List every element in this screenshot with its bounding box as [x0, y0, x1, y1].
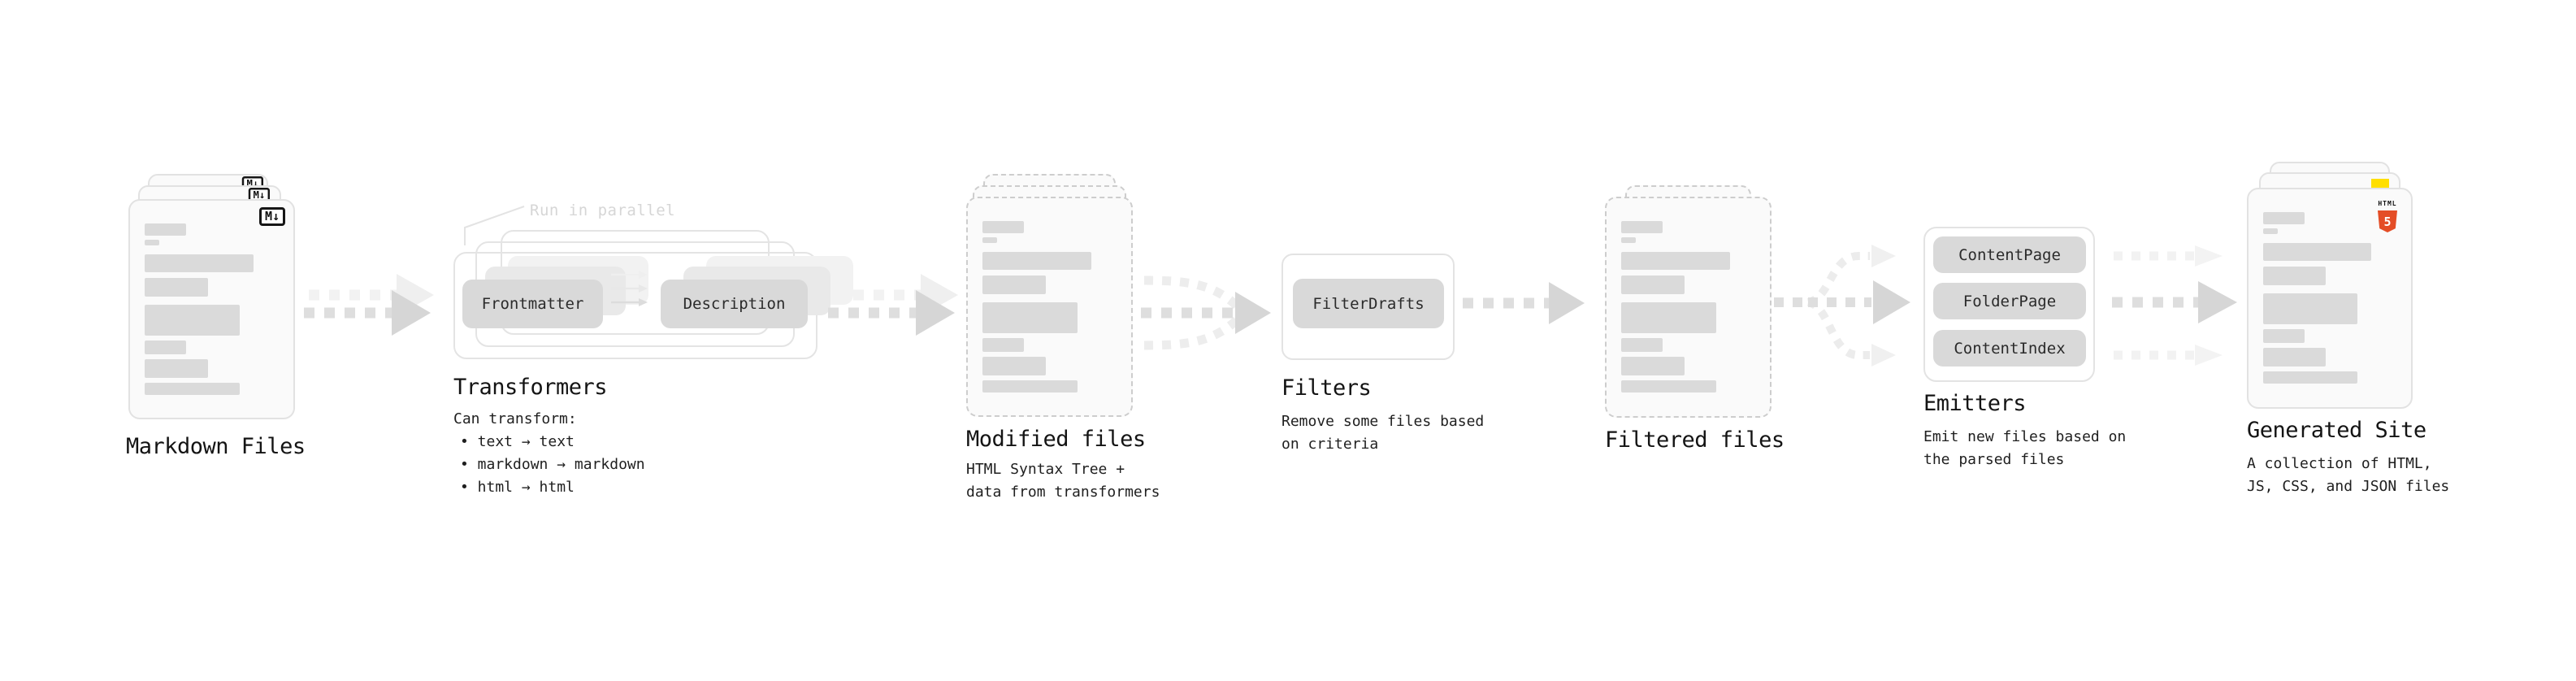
stage-title-filters: Filters [1281, 375, 1372, 401]
flow-arrow-1 [304, 274, 434, 336]
transformers-description: Can transform: • text → text • markdown … [453, 410, 645, 496]
content-page-pill: ContentPage [1933, 236, 2086, 273]
flow-arrow-2 [828, 274, 958, 336]
markdown-file-card: M↓ [128, 199, 295, 419]
stage-title-markdown-files: Markdown Files [126, 434, 306, 459]
emitters-description: Emit new files based on the parsed files [1923, 428, 2127, 468]
html5-icon: HTML 5 [2375, 193, 2400, 232]
generated-site-description: A collection of HTML, JS, CSS, and JSON … [2247, 455, 2450, 495]
folder-page-pill: FolderPage [1933, 283, 2086, 319]
filters-description: Remove some files based on criteria [1281, 413, 1485, 453]
parallel-step-arrows [611, 271, 648, 306]
merge-arrow [1141, 275, 1271, 350]
generated-site-card: HTML 5 [2247, 188, 2413, 409]
stage-title-generated-site: Generated Site [2247, 418, 2426, 443]
stage-title-filtered-files: Filtered files [1605, 427, 1785, 453]
file-content-placeholder [1607, 198, 1770, 393]
file-content-placeholder [130, 201, 293, 395]
content-index-pill: ContentIndex [1933, 330, 2086, 367]
run-in-parallel-annotation: Run in parallel [530, 202, 676, 219]
stage-title-transformers: Transformers [453, 375, 608, 400]
annotation-leader-line [464, 206, 525, 245]
split-arrow [1774, 245, 1910, 367]
file-content-placeholder [2249, 189, 2411, 384]
description-pill: Description [661, 280, 808, 328]
markdown-icon: M↓ [258, 207, 285, 226]
filter-drafts-pill: FilterDrafts [1293, 279, 1444, 328]
file-content-placeholder [968, 198, 1131, 393]
frontmatter-pill: Frontmatter [462, 280, 603, 328]
js-icon [2371, 179, 2389, 188]
flow-arrow-3 [1463, 282, 1585, 324]
modified-file-card [966, 197, 1133, 417]
stage-title-emitters: Emitters [1923, 391, 2027, 416]
stage-title-modified-files: Modified files [966, 427, 1146, 452]
modified-files-description: HTML Syntax Tree + data from transformer… [966, 461, 1160, 501]
emit-arrows [2112, 245, 2237, 366]
filtered-file-card [1605, 197, 1772, 418]
